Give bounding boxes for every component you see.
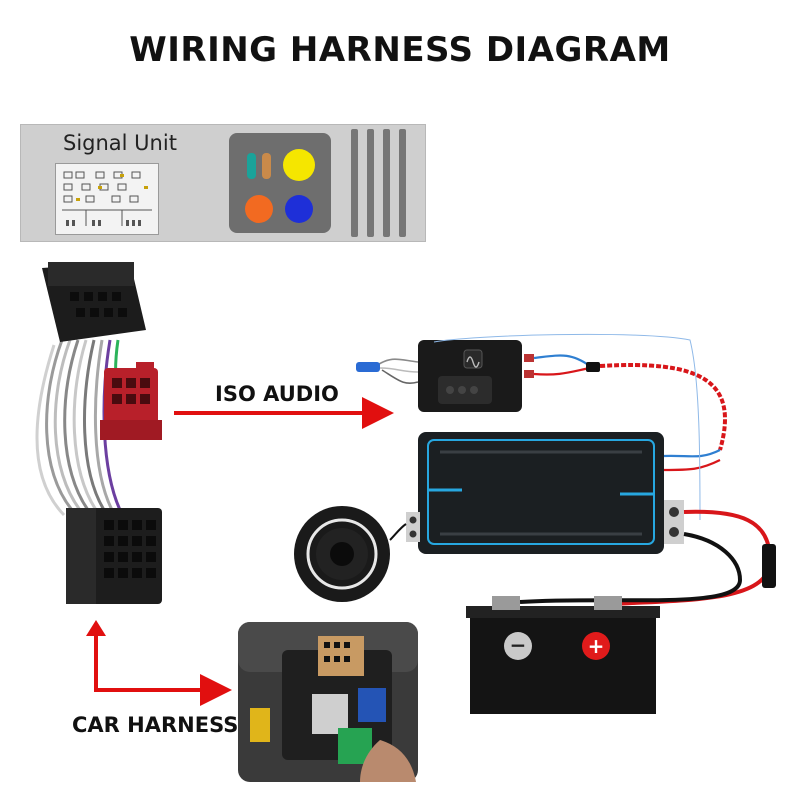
inline-fuse (762, 544, 776, 588)
yellow-indicator (283, 149, 315, 181)
car-harness-arrow (94, 628, 232, 706)
vent-stripe (383, 129, 390, 237)
signal-unit-panel: Signal Unit (20, 124, 426, 242)
tan-indicator (262, 153, 271, 179)
top-harness-connector (42, 262, 146, 342)
iso-red-connector (100, 362, 162, 440)
car-harness-photo (238, 622, 418, 782)
pinout-grid-drawing (62, 171, 152, 226)
indicator-lights (245, 149, 315, 223)
signal-unit-label: Signal Unit (63, 131, 177, 155)
amplifier (406, 432, 684, 554)
car-harness-label: CAR HARNESS (72, 713, 239, 737)
vent-stripe (351, 129, 358, 237)
battery-positive-terminal (582, 632, 610, 660)
vent-stripe (399, 129, 406, 237)
signal-wires (433, 333, 727, 521)
battery-negative-terminal (504, 632, 532, 660)
iso-audio-label: ISO AUDIO (215, 382, 339, 406)
blue-input-plug (356, 362, 380, 372)
speaker (294, 506, 390, 602)
battery-positive-label: + (588, 634, 605, 658)
speaker-wire (389, 523, 407, 541)
wire-bundle (35, 339, 130, 517)
car-harness-arrowhead-up (86, 620, 106, 636)
bottom-harness-connector (66, 508, 162, 604)
teal-indicator (247, 153, 256, 179)
signal-converter (418, 340, 534, 412)
battery (466, 596, 660, 714)
battery-negative-label: − (510, 633, 527, 657)
vent-stripe (367, 129, 374, 237)
wire-splitter (586, 362, 600, 372)
diagram-title: WIRING HARNESS DIAGRAM (129, 30, 671, 70)
converter-input-wires (375, 358, 419, 385)
indicator-panel (229, 133, 331, 233)
blue-indicator (285, 195, 313, 223)
pinout-grid (55, 163, 159, 235)
orange-indicator (245, 195, 273, 223)
